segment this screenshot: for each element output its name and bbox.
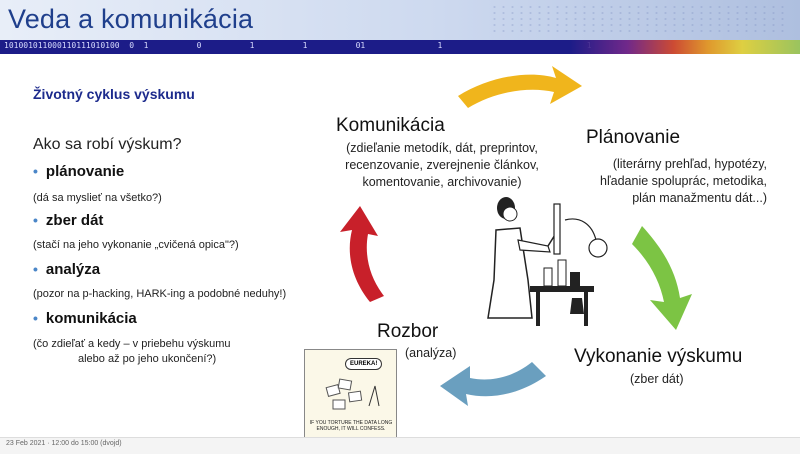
rainbow-gradient [570,40,800,54]
bullet-analyza: • analýza [33,261,100,278]
subtitle: Životný cyklus výskumu [33,86,195,102]
bullet-note: (pozor na p-hacking, HARK-ing a podobné … [33,288,287,300]
header-decoration [490,4,790,34]
vykonanie-sub: (zber dát) [630,372,684,386]
bullet-label: zber dát [45,212,104,229]
planovanie-desc: (literárny prehľad, hypotézy, hľadanie s… [560,156,767,207]
question: Ako sa robí výskum? [33,136,182,153]
arrow-yellow-icon [458,66,582,108]
komunikacia-desc: (zdieľanie metodík, dát, preprintov, rec… [322,140,562,191]
bullet-note: (dá sa myslieť na všetko?) [33,192,162,204]
desc-line: plán manažmentu dát...) [632,191,767,205]
note-line: (čo zdieľať a kedy – v priebehu výskumu [33,338,231,350]
footer-bar: 23 Feb 2021 · 12:00 do 15:00 (dvojd) [0,437,800,454]
arrow-blue-icon [440,362,546,406]
bullet-dot-icon: • [33,212,38,228]
rozbor-sub: (analýza) [405,346,457,360]
desc-line: recenzovanie, zverejnenie článkov, [345,158,539,172]
rozbor-title: Rozbor [377,321,439,342]
slide-header: Veda a komunikácia [0,0,800,40]
arrow-green-icon [632,226,692,330]
desc-line: (literárny prehľad, hypotézy, [612,157,767,171]
desc-line: hľadanie spoluprác, metodika, [600,174,767,188]
vykonanie-title: Vykonanie výskumu [574,346,743,367]
bullet-planovanie: • plánovanie [33,163,124,180]
bullet-note: (čo zdieľať a kedy – v priebehu výskumu … [33,337,230,367]
slide-title: Veda a komunikácia [8,4,254,34]
komunikacia-title: Komunikácia [336,115,445,136]
comic-caption: IF YOU TORTURE THE DATA LONG ENOUGH, IT … [309,420,393,432]
bullet-label: plánovanie [45,163,125,180]
bullet-dot-icon: • [33,261,38,277]
desc-line: komentovanie, archivovanie) [362,175,522,189]
arrow-red-icon [340,206,384,302]
slide-body [0,54,800,437]
binary-bar: 101001011000110111010100 0 1 0 1 1 01 1 … [0,40,800,54]
comic-image: EUREKA! IF YOU TORTURE THE DATA LONG ENO… [304,349,397,443]
comic-bubble: EUREKA! [345,358,383,370]
desc-line: (zdieľanie metodík, dát, preprintov, [346,141,538,155]
bullet-note: (stačí na jeho vykonanie „cvičená opica"… [33,239,239,251]
bullet-zber-dat: • zber dát [33,212,103,229]
bullet-label: komunikácia [45,310,137,327]
note-line: alebo až po jeho ukončení?) [78,353,217,365]
footer-text: 23 Feb 2021 · 12:00 do 15:00 (dvojd) [6,440,122,447]
bullet-komunikacia: • komunikácia [33,310,137,327]
bullet-label: analýza [45,261,101,278]
bullet-dot-icon: • [33,310,38,326]
papers-icon [325,378,380,410]
planovanie-title: Plánovanie [586,127,681,148]
scientist-illustration-icon [487,197,608,326]
bullet-dot-icon: • [33,163,38,179]
